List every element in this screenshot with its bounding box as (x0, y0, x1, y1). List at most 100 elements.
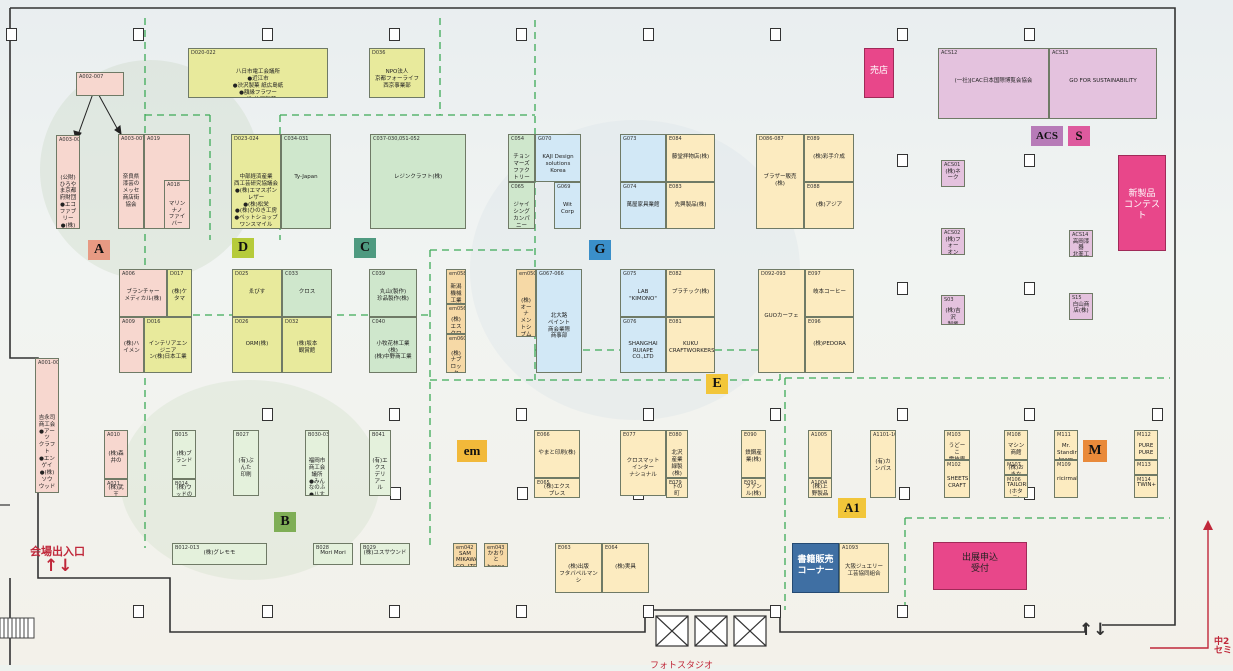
booth-e088[interactable]: E088(株)アジア (804, 182, 854, 229)
booth-id: S03 (944, 297, 954, 303)
booth-a1101-102[interactable]: A1101-102(有)カンパス (870, 430, 896, 498)
booth-g073[interactable]: G073 (620, 134, 666, 182)
booth-name: 北大路 ペイント 商会業際 商事部 (547, 312, 570, 340)
booth-b027[interactable]: B027(有)ぶんた 印刷 (233, 430, 259, 496)
booth-acs02[interactable]: ACS02(株)フォー オン (941, 228, 965, 255)
booth-b041[interactable]: B041(有)エクス デリアール (369, 430, 391, 496)
booth-name: (株)出版 フタバペルマンシ (559, 564, 598, 584)
booth-a010[interactable]: A010(株)森井の (104, 430, 128, 479)
booth-acs12[interactable]: ACS12(一社)JCAC日本国際博覧会協会 (938, 48, 1049, 119)
booth-a001-000[interactable]: A001-000吉永司 商工会 ●アーツ クラフト ●エンゲイ ●(株)ソウ ウ… (35, 358, 59, 493)
booth-m109[interactable]: M109ricirmaking (1054, 460, 1078, 498)
booth-a1005[interactable]: A1005 (808, 430, 832, 478)
booth-e064[interactable]: E064(株)実具 (602, 543, 649, 593)
booth-em056[interactable]: em056(株) エス クロ (446, 304, 466, 334)
route-line (1150, 528, 1209, 649)
booth-em060[interactable]: em060(株)ナブロック (446, 334, 466, 373)
booth-a011[interactable]: A011(株)武王 (104, 479, 128, 497)
booth-d017[interactable]: D017(株)ケタマ (167, 269, 192, 317)
booth-m113[interactable]: M113 (1134, 460, 1158, 475)
booth-a1004[interactable]: A1004(株)上野製品 (808, 478, 832, 498)
booth-name: NPO法人 京都フォーライフ 西京事業部 (374, 69, 419, 89)
booth-em050[interactable]: em050(株)オーナ メントシ プム ドランス (516, 269, 536, 337)
booth-name: ファンル(株) (745, 484, 762, 498)
pillar (643, 605, 654, 618)
booth-m107[interactable]: M107(株)おきな 事業 (1004, 460, 1028, 475)
booth-e063[interactable]: E063(株)出版 フタバペルマンシ (555, 543, 602, 593)
booth-id: B030-031 (308, 432, 329, 438)
booth-b030-031[interactable]: B030-031福岡市 商工会議所 ●みんなのふ ●八大物社 (305, 430, 329, 496)
booth-s03[interactable]: S03(株)吉沢 製業 (941, 295, 965, 325)
booth-a009[interactable]: A009(株)ハイメン (119, 317, 144, 373)
booth-e065[interactable]: E065(株)エクス プレス (534, 478, 580, 498)
booth-name: クロスマット インター ナショナル (626, 457, 660, 478)
booth-m106[interactable]: M106TAILORED (ホタテ) (1004, 475, 1028, 498)
booth-a002-007[interactable]: A002-007 (76, 72, 124, 96)
booth-name: 八日市電工会議所 ●近江市 ●渋沢製菓 紙広島紙 ●額縁フラワー ●(株)片岡製… (232, 69, 284, 97)
booth-b015[interactable]: B015(株)ブランドー (172, 430, 196, 479)
booth-d032[interactable]: D032(株)坂本 観賞館 (282, 317, 332, 373)
booth-id: A010 (107, 432, 120, 438)
booth-acs01[interactable]: ACS01(株)ネーク (941, 160, 965, 187)
booth-id: M114 (1137, 477, 1151, 483)
booth-b014[interactable]: B014(株)ウッドの フランチャー 八重県 北県薬局 (172, 479, 196, 497)
booth-e089[interactable]: E089(株)彩手介成 (804, 134, 854, 182)
booth-b029[interactable]: B029(株)ユスサウンド (360, 543, 410, 565)
booth-a003-002[interactable]: A003-002(公財)ひろやま京都府財団 ●エコファブリー ●(株)ウッド ●… (56, 135, 80, 229)
booth-b012-013[interactable]: B012-013(株)グレモモ (172, 543, 267, 565)
booth-id: M103 (947, 432, 961, 438)
booth-e096[interactable]: E096(株)PEDORA (805, 317, 854, 373)
booth-name: 小牧花林工業(株) (株)中野商工業 (374, 340, 412, 361)
pillar (1024, 408, 1035, 421)
